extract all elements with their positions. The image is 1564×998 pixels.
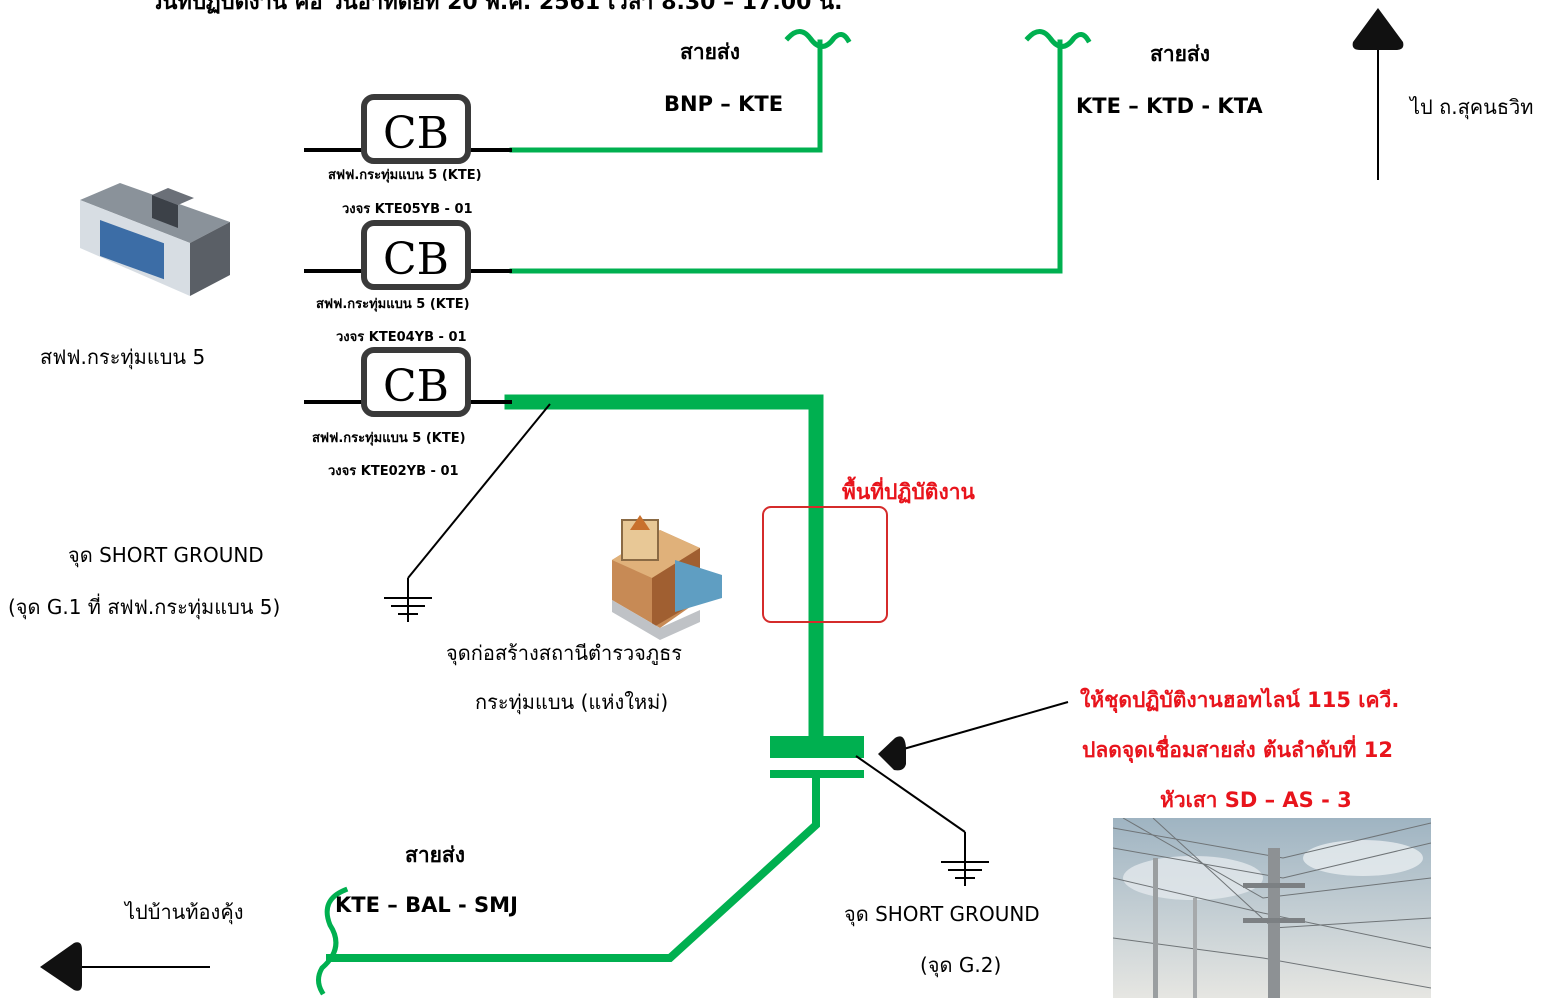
line-top-right-label: สายส่ง xyxy=(1150,42,1210,66)
cable-end-top-right xyxy=(1024,29,1092,49)
line-kte-bal-smj-lower xyxy=(326,778,820,962)
cb2-circuit: วงจร KTE04YB - 01 xyxy=(336,330,467,345)
line-top-left-code: BNP – KTE xyxy=(664,92,784,116)
ground-icon-g2 xyxy=(941,848,989,886)
pointer-marker-icon xyxy=(878,736,906,771)
header-date: วันที่ปฏิบัติงาน คือ วันอาทิตย์ที่ 20 พ.… xyxy=(150,0,843,15)
pole-photo-drawing xyxy=(1113,818,1431,998)
cb2-station: สฟฟ.กระทุ่มแบน 5 (KTE) xyxy=(316,297,470,312)
disconnect-bar-lower xyxy=(770,770,864,778)
construction-line1: จุดก่อสร้างสถานีตำรวจภูธร xyxy=(446,641,683,665)
ground-g1-line1: จุด SHORT GROUND xyxy=(68,543,264,567)
direction-west-label: ไปบ้านท้องคุ้ง xyxy=(125,900,244,924)
construction-line2: กระทุ่มแบน (แห่งใหม่) xyxy=(475,690,669,714)
direction-north-label: ไป ถ.สุคนธวิท xyxy=(1410,95,1534,119)
cable-end-bottom xyxy=(316,886,349,996)
hotline-note-line3: หัวเสา SD – AS - 3 xyxy=(1160,788,1352,812)
ground-icon-g1 xyxy=(384,578,432,622)
line-bottom-code: KTE – BAL - SMJ xyxy=(335,893,518,917)
leader-lines xyxy=(407,403,1069,848)
bus-stubs xyxy=(304,148,512,404)
cb1-circuit: วงจร KTE05YB - 01 xyxy=(342,202,473,217)
line-top-left-label: สายส่ง xyxy=(680,40,740,64)
cb1-station: สฟฟ.กระทุ่มแบน 5 (KTE) xyxy=(328,168,482,183)
line-kte-bal-smj-main xyxy=(504,394,824,756)
substation-label: สฟฟ.กระทุ่มแบน 5 xyxy=(40,345,206,369)
ground-g2-line2: (จุด G.2) xyxy=(920,953,1002,977)
cb-symbol-3: CB xyxy=(383,361,449,412)
buildings-icon xyxy=(612,515,722,640)
line-bnp-kte xyxy=(509,39,823,153)
hotline-note-line1: ให้ชุดปฏิบัติงานฮอทไลน์ 115 เควี. xyxy=(1080,688,1400,712)
cb-box-1: CB xyxy=(361,94,471,164)
cb-box-3: CB xyxy=(361,347,471,417)
north-arrow-icon xyxy=(1352,8,1404,180)
cb3-circuit: วงจร KTE02YB - 01 xyxy=(328,464,459,479)
west-arrow-icon xyxy=(40,942,210,991)
ground-g1-line2: (จุด G.1 ที่ สฟฟ.กระทุ่มแบน 5) xyxy=(8,595,281,619)
line-kte-ktd-kta xyxy=(509,39,1063,274)
transmission-lines xyxy=(316,29,1092,996)
ground-g2-line1: จุด SHORT GROUND xyxy=(844,902,1040,926)
line-top-right-code: KTE – KTD - KTA xyxy=(1076,94,1263,118)
hotline-note-line2: ปลดจุดเชื่อมสายส่ง ต้นลำดับที่ 12 xyxy=(1082,738,1393,762)
line-bottom-label: สายส่ง xyxy=(405,843,465,867)
work-area-box xyxy=(762,506,888,623)
cb-symbol-2: CB xyxy=(383,234,449,285)
work-area-label: พื้นที่ปฏิบัติงาน xyxy=(842,480,975,504)
cable-end-top-left xyxy=(784,29,852,49)
cb-symbol-1: CB xyxy=(383,108,449,159)
cb-box-2: CB xyxy=(361,220,471,290)
building-icon xyxy=(80,183,230,296)
pole-photo xyxy=(1113,818,1431,998)
cb3-station: สฟฟ.กระทุ่มแบน 5 (KTE) xyxy=(312,431,466,446)
disconnect-bar-upper xyxy=(770,736,864,758)
